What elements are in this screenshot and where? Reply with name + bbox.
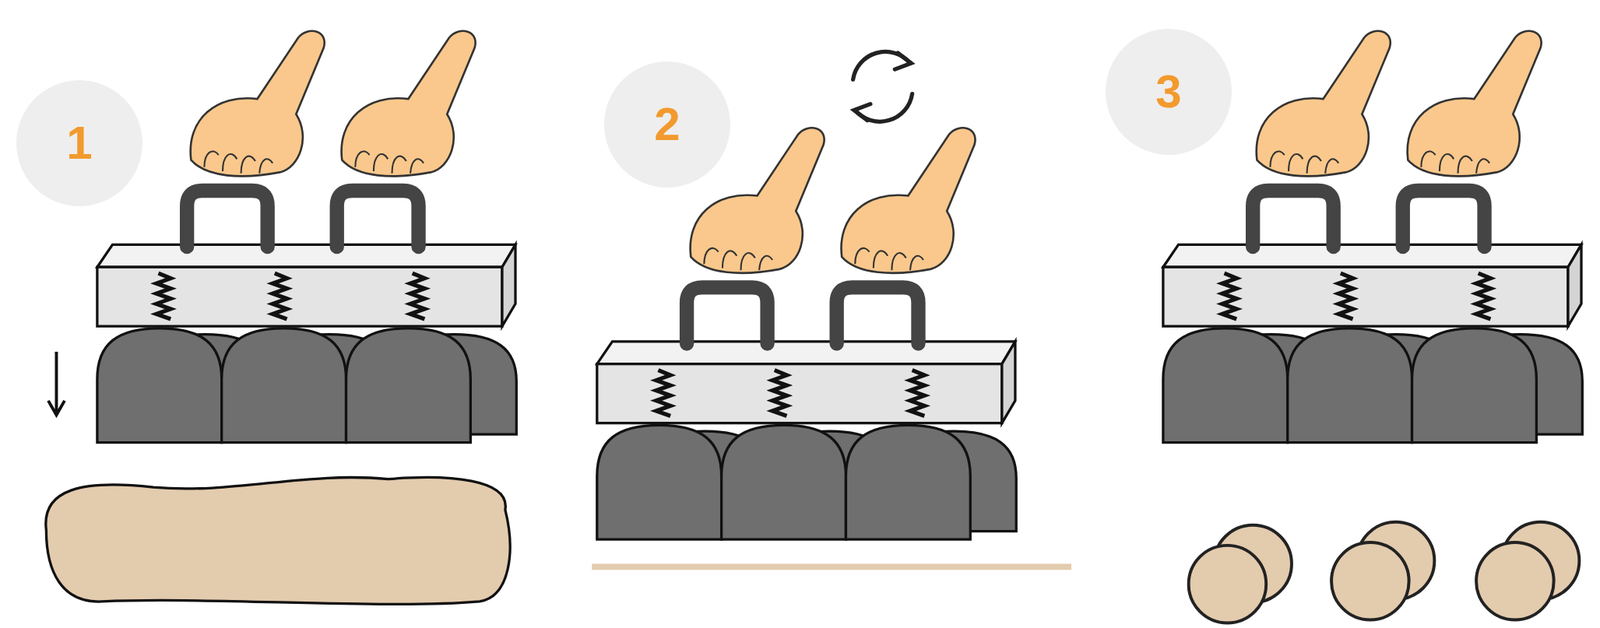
step-three (1163, 31, 1583, 624)
dough-sheet (45, 477, 510, 605)
callout-text: 2 (654, 101, 680, 148)
callout-text: 1 (66, 119, 92, 167)
callout-number: 1 (16, 80, 143, 207)
cutter-press (97, 31, 517, 444)
callout-number: 3 (1105, 28, 1232, 155)
callout-text: 3 (1155, 68, 1182, 116)
down-arrow (48, 351, 65, 415)
dough-layer (591, 563, 1072, 570)
rotate-icon (853, 51, 913, 122)
cut-cookies (1188, 522, 1580, 624)
step-two (591, 51, 1072, 570)
cutter-press (597, 127, 1017, 540)
callout-number: 2 (604, 61, 731, 188)
